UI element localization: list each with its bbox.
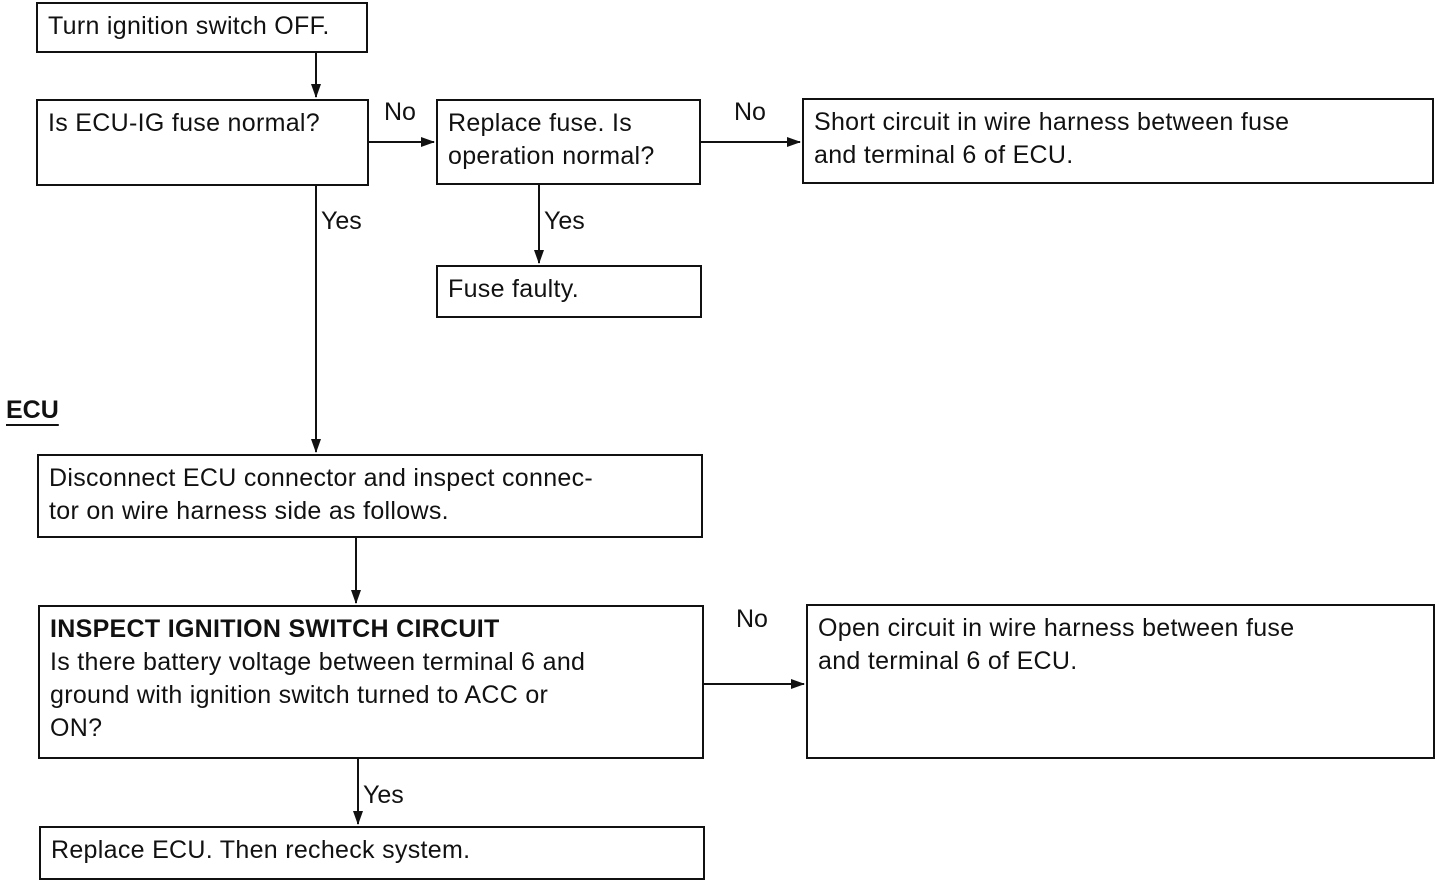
box-text-line: Disconnect ECU connector and inspect con… xyxy=(49,464,594,492)
box-text-line: Is ECU-IG fuse normal? xyxy=(48,109,320,137)
edge-label-inspect-no: No xyxy=(736,605,768,633)
edge-label-inspect-yes: Yes xyxy=(363,781,404,809)
box-replace-ecu: Replace ECU. Then recheck system. xyxy=(39,826,705,880)
box-text-line: Open circuit in wire harness between fus… xyxy=(818,614,1295,642)
edge-label-replace-no: No xyxy=(734,98,766,126)
box-text-line: ground with ignition switch turned to AC… xyxy=(50,681,549,709)
edge-label-fuse-no: No xyxy=(384,98,416,126)
box-text-line: tor on wire harness side as follows. xyxy=(49,497,449,525)
box-text-line: Short circuit in wire harness between fu… xyxy=(814,108,1290,136)
box-text-line: Is there battery voltage between termina… xyxy=(50,648,586,676)
box-text-line: and terminal 6 of ECU. xyxy=(818,647,1078,675)
edge-label-replace-yes: Yes xyxy=(544,207,585,235)
box-disconnect-ecu: Disconnect ECU connector and inspect con… xyxy=(37,454,703,538)
box-text-line: Turn ignition switch OFF. xyxy=(48,12,330,40)
box-text-line: ON? xyxy=(50,714,103,742)
box-heading: INSPECT IGNITION SWITCH CIRCUIT xyxy=(50,615,500,643)
box-fuse-check: Is ECU-IG fuse normal? xyxy=(36,99,369,186)
box-text-line: Fuse faulty. xyxy=(448,275,579,303)
box-fuse-faulty: Fuse faulty. xyxy=(436,265,702,318)
box-inspect-circuit: INSPECT IGNITION SWITCH CIRCUIT Is there… xyxy=(38,605,704,759)
box-short-circuit: Short circuit in wire harness between fu… xyxy=(802,98,1434,184)
box-replace-fuse: Replace fuse. Is operation normal? xyxy=(436,99,701,185)
box-ignition-off: Turn ignition switch OFF. xyxy=(36,2,368,53)
box-text-line: Replace ECU. Then recheck system. xyxy=(51,836,471,864)
edge-label-fuse-yes: Yes xyxy=(321,207,362,235)
box-text-line: operation normal? xyxy=(448,142,655,170)
box-text-line: Replace fuse. Is xyxy=(448,109,633,137)
box-text-line: and terminal 6 of ECU. xyxy=(814,141,1074,169)
section-label-ecu: ECU xyxy=(6,396,59,424)
box-open-circuit: Open circuit in wire harness between fus… xyxy=(806,604,1435,759)
